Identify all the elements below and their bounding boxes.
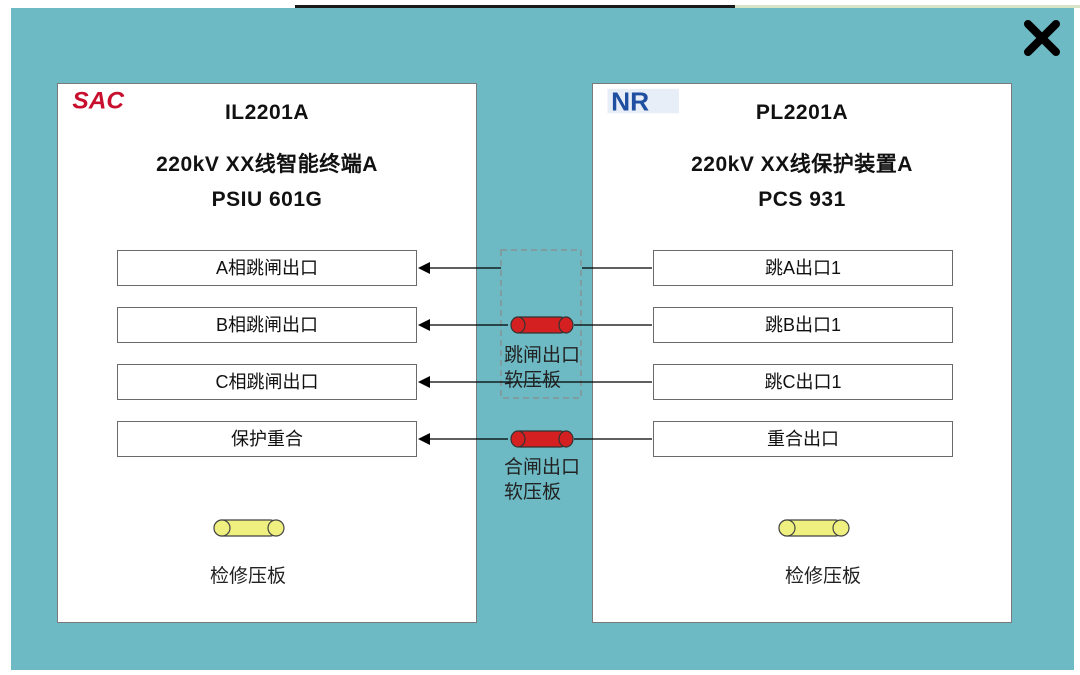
maintenance-plate-label: 检修压板 xyxy=(784,566,861,587)
output-box-trip-a[interactable]: 跳A出口1 xyxy=(653,250,953,286)
device-name: 220kV XX线保护装置A xyxy=(691,153,913,176)
output-box-b-trip[interactable]: B相跳闸出口 xyxy=(117,307,417,343)
device-id: PL2201A xyxy=(755,101,849,124)
device-model: PCS 931 xyxy=(758,188,846,211)
device-name: 220kV XX线智能终端A xyxy=(156,153,378,176)
maintenance-plate-toggle[interactable] xyxy=(773,516,853,540)
close-soft-plate-label-2: 软压板 xyxy=(504,482,562,503)
output-box-reclose[interactable]: 保护重合 xyxy=(117,421,417,457)
close-x-icon[interactable] xyxy=(1022,18,1062,58)
protection-device: NR PL2201A 220kV XX线保护装置A PCS 931 跳A出口1 … xyxy=(592,83,1012,623)
output-box-c-trip[interactable]: C相跳闸出口 xyxy=(117,364,417,400)
trip-soft-plate-b[interactable] xyxy=(510,316,574,334)
output-box-trip-b[interactable]: 跳B出口1 xyxy=(653,307,953,343)
arrow-reclose-icon xyxy=(418,433,430,445)
nr-logo-text: NR xyxy=(611,86,649,116)
sac-logo: SAC xyxy=(72,88,124,115)
output-box-reclose[interactable]: 重合出口 xyxy=(653,421,953,457)
top-border-line xyxy=(295,5,735,8)
top-border-line-light xyxy=(735,5,1080,8)
trip-plate-group-box xyxy=(500,249,582,399)
maintenance-plate-label: 检修压板 xyxy=(209,566,286,587)
output-box-a-trip[interactable]: A相跳闸出口 xyxy=(117,250,417,286)
arrow-a-icon xyxy=(418,262,430,274)
trip-soft-plate-label-1: 跳闸出口 xyxy=(504,345,581,366)
maintenance-plate-toggle[interactable] xyxy=(208,516,288,540)
close-soft-plate-label-1: 合闸出口 xyxy=(504,457,581,478)
device-model: PSIU 601G xyxy=(211,188,323,211)
sac-logo-text: SAC xyxy=(72,88,124,115)
trip-soft-plate-label-2: 软压板 xyxy=(504,370,562,391)
device-id: IL2201A xyxy=(224,101,310,124)
smart-terminal-device: SAC IL2201A 220kV XX线智能终端A PSIU 601G A相跳… xyxy=(57,83,477,623)
arrow-b-icon xyxy=(418,319,430,331)
output-box-trip-c[interactable]: 跳C出口1 xyxy=(653,364,953,400)
nr-logo: NR xyxy=(607,86,679,116)
arrow-c-icon xyxy=(418,376,430,388)
close-soft-plate[interactable] xyxy=(510,430,574,448)
